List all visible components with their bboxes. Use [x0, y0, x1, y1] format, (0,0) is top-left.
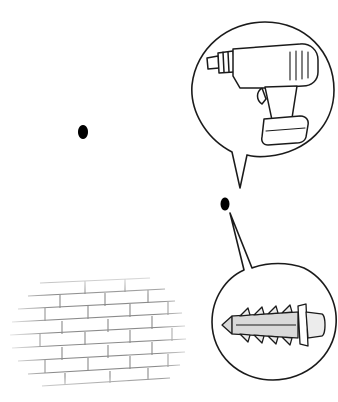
drill-hole-marker-icon: [220, 197, 230, 211]
drill-body: [232, 43, 319, 89]
drill-battery: [261, 115, 309, 146]
plug-barbs: [239, 304, 293, 346]
plug-callout: [211, 212, 337, 381]
drill-chuck-ring: [217, 50, 235, 74]
wall-fade-v: [0, 270, 200, 395]
drill-callout: [191, 21, 335, 189]
plug-flange: [297, 303, 309, 347]
cordless-drill-icon: [206, 43, 319, 146]
drill-chuck: [206, 55, 220, 70]
drill-hole-marker-icon: [78, 125, 88, 139]
plug-callout-bubble: [211, 212, 337, 381]
wall-plug-icon: [221, 303, 326, 347]
plug-collar: [305, 311, 326, 339]
drill-trigger: [256, 87, 267, 105]
